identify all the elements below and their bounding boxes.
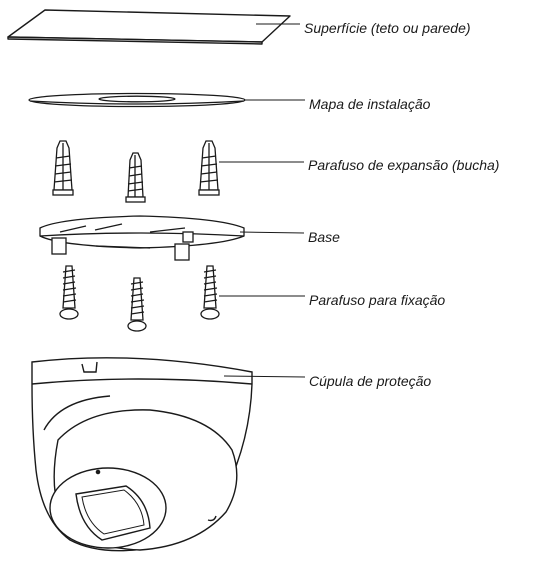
leader-dome: [223, 375, 306, 378]
leader-base: [239, 231, 305, 234]
fixing-screws: [59, 265, 220, 332]
label-surface: Superfície (teto ou parede): [304, 20, 471, 36]
label-base: Base: [308, 229, 340, 245]
mounting-base: [39, 215, 245, 261]
installation-map: [28, 92, 246, 108]
label-protection-dome: Cúpula de proteção: [309, 373, 432, 389]
dome-camera: [31, 357, 253, 552]
expansion-anchors: [52, 140, 220, 203]
lens-window: [75, 485, 151, 541]
leader-lines: [219, 23, 306, 378]
label-expansion-anchor: Parafuso de expansão (bucha): [308, 157, 500, 173]
screw-center: [127, 277, 147, 332]
anchor-left: [52, 140, 74, 196]
screw-right: [200, 265, 220, 320]
surface-panel: [7, 9, 291, 45]
anchor-right: [198, 140, 220, 196]
screw-left: [59, 265, 79, 320]
anchor-center: [125, 152, 146, 203]
label-fixing-screw: Parafuso para fixação: [309, 292, 446, 308]
label-installation-map: Mapa de instalação: [309, 96, 431, 112]
